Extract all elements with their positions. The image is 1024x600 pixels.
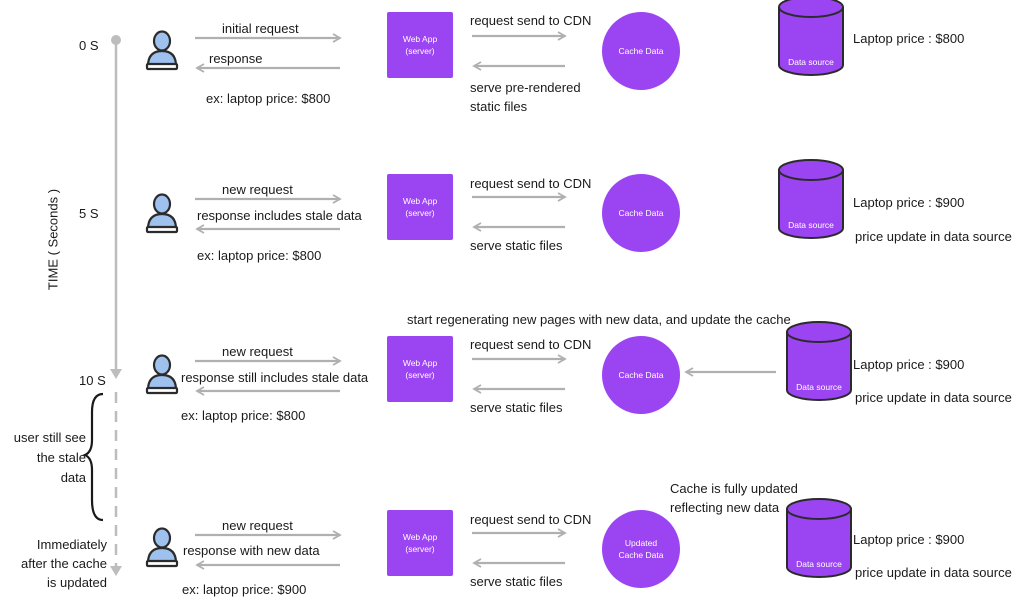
response-label: response still includes stale data	[181, 370, 369, 385]
cdn-response-label: serve static files	[470, 400, 563, 415]
regeneration-note: start regenerating new pages with new da…	[407, 312, 791, 327]
price-label: Laptop price : $900	[853, 357, 965, 372]
tick-label: 10 S	[79, 373, 106, 388]
cache-circle: Cache Data	[602, 336, 680, 414]
request-label: new request	[222, 518, 293, 533]
cdn-arrows	[472, 31, 567, 568]
response-label: response	[209, 51, 263, 66]
tick-label: 5 S	[79, 206, 99, 221]
price-note: price update in data source	[855, 565, 1012, 580]
data-source-label: Data source	[796, 382, 842, 392]
response-label: response with new data	[183, 543, 320, 558]
user-icon	[145, 527, 179, 568]
user-icon	[145, 354, 179, 395]
bottom-note: Immediately after the cache is updated	[21, 537, 107, 590]
cdn-request-label: request send to CDN	[470, 337, 592, 352]
web-app-box: Web App(server)	[387, 510, 453, 576]
timeline	[110, 35, 122, 576]
data-source-label: Data source	[788, 220, 834, 230]
cdn-response-label: serve static files	[470, 238, 563, 253]
request-label: initial request	[222, 21, 299, 36]
price-note: price update in data source	[855, 390, 1012, 405]
example-label: ex: laptop price: $800	[206, 91, 331, 106]
client-arrows	[195, 33, 342, 570]
example-label: ex: laptop price: $800	[197, 248, 322, 263]
brace-note: user still see the stale data	[13, 430, 86, 485]
cdn-response-label: serve static files	[470, 574, 563, 589]
price-note: price update in data source	[855, 229, 1012, 244]
request-label: new request	[222, 182, 293, 197]
data-source-label: Data source	[788, 57, 834, 67]
example-label: ex: laptop price: $800	[181, 408, 306, 423]
web-app-box: Web App(server)	[387, 336, 453, 402]
tick-label: 0 S	[79, 38, 99, 53]
cache-circle: Cache Data	[602, 12, 680, 90]
time-axis-label: TIME ( Seconds )	[45, 188, 61, 291]
cache-circle: Cache Data	[602, 174, 680, 252]
cdn-request-label: request send to CDN	[470, 512, 592, 527]
example-label: ex: laptop price: $900	[182, 582, 307, 597]
response-label: response includes stale data	[197, 208, 362, 223]
cdn-request-label: request send to CDN	[470, 176, 592, 191]
user-icon	[145, 30, 179, 71]
web-app-box: Web App(server)	[387, 174, 453, 240]
web-app-box: Web App(server)	[387, 12, 453, 78]
cdn-request-label: request send to CDN	[470, 13, 592, 28]
price-label: Laptop price : $900	[853, 532, 965, 547]
price-label: Laptop price : $800	[853, 31, 965, 46]
data-source-label: Data source	[796, 559, 842, 569]
request-label: new request	[222, 344, 293, 359]
price-label: Laptop price : $900	[853, 195, 965, 210]
user-icon	[145, 193, 179, 234]
curly-brace	[82, 392, 104, 522]
